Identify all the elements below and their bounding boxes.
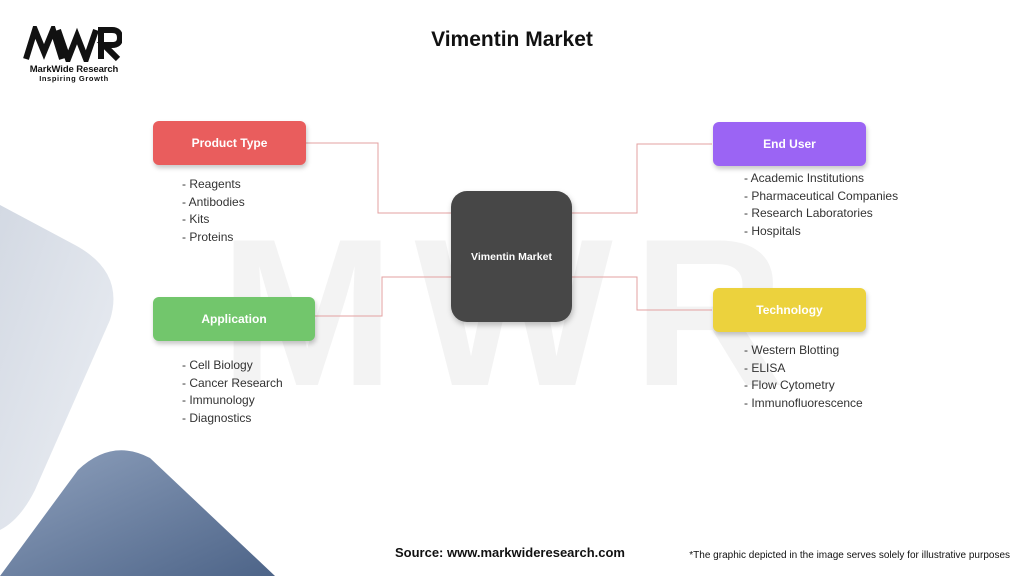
logo: MarkWide Research Inspiring Growth xyxy=(22,26,126,84)
list-item: - Cancer Research xyxy=(182,375,283,390)
technology-list: - Western Blotting - ELISA - Flow Cytome… xyxy=(744,342,863,412)
category-box-product-type: Product Type xyxy=(153,121,306,165)
page-title: Vimentin Market xyxy=(431,28,593,51)
list-item: - Kits xyxy=(182,212,210,226)
list-item: - Western Blotting xyxy=(744,343,840,357)
dark-diagonal-shape xyxy=(0,450,275,576)
list-item: - Immunofluorescence xyxy=(744,395,863,410)
list-item: - Immunology xyxy=(182,393,255,407)
logo-tagline: Inspiring Growth xyxy=(39,74,109,83)
disclaimer: *The graphic depicted in the image serve… xyxy=(689,550,1010,561)
list-item: - Flow Cytometry xyxy=(744,378,835,392)
connector-end-user xyxy=(572,143,712,214)
end-user-list: - Academic Institutions - Pharmaceutical… xyxy=(744,170,898,240)
product-type-list: - Reagents - Antibodies - Kits - Protein… xyxy=(182,176,245,246)
list-item: - Academic Institutions xyxy=(744,171,865,185)
list-item: - Proteins xyxy=(182,229,234,244)
connector-application xyxy=(315,276,451,317)
list-item: - Cell Biology xyxy=(182,358,253,372)
list-item: - Antibodies xyxy=(182,194,245,209)
logo-name: MarkWide Research xyxy=(29,64,119,75)
category-box-technology: Technology xyxy=(713,288,866,332)
list-item: - Reagents xyxy=(182,177,241,191)
list-item: - Research Laboratories xyxy=(744,206,873,220)
light-diagonal-shape xyxy=(0,205,114,530)
list-item: - ELISA xyxy=(744,360,786,375)
connector-product-type xyxy=(306,142,451,214)
application-list: - Cell Biology - Cancer Research - Immun… xyxy=(182,357,283,427)
source-link[interactable]: Source: www.markwideresearch.com xyxy=(394,545,625,560)
list-item: - Hospitals xyxy=(744,223,801,238)
connector-technology xyxy=(572,276,712,311)
list-item: - Diagnostics xyxy=(182,410,252,425)
center-node: Vimentin Market xyxy=(451,191,572,322)
category-box-application: Application xyxy=(153,297,315,341)
list-item: - Pharmaceutical Companies xyxy=(744,188,899,203)
logo-mark-icon xyxy=(23,26,122,62)
category-box-end-user: End User xyxy=(713,122,866,166)
